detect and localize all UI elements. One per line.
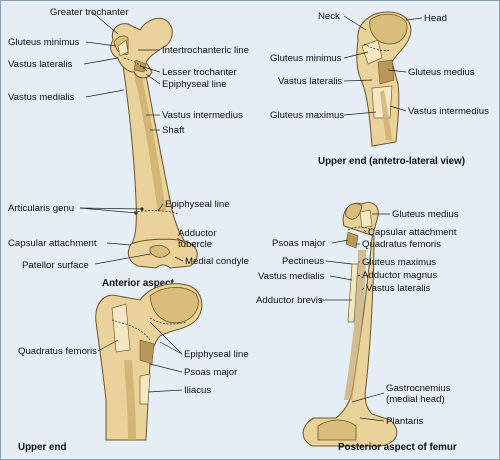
antero-lateral-leader-lines [343, 15, 423, 116]
label-head: Head [424, 13, 447, 24]
posterior-labels: Gluteus medius Capsular attachment Psoas… [256, 209, 459, 453]
label-epiphyseal-line-ue: Epiphyseal line [184, 349, 249, 360]
anterior-labels: Greater trochanter Gluteus minimus Vastu… [8, 7, 249, 289]
label-vastus-medialis-post: Vastus medialis [258, 271, 325, 282]
label-capsular-attachment-anterior: Capsular attachment [8, 238, 97, 249]
label-adductor-tubercle: Adductor tubercle [178, 228, 219, 250]
label-gluteus-minimus-al: Gluteus minimus [270, 53, 342, 64]
label-iliacus-ue: Iliacus [184, 385, 211, 396]
caption-antero-lateral: Upper end (antetro-lateral view) [318, 156, 465, 167]
upper-end-illustration [95, 283, 203, 441]
caption-upper-end: Upper end [18, 442, 66, 453]
label-adductor-magnus-post: Adductor magnus [362, 270, 437, 281]
label-psoas-major-ue: Psoas major [184, 367, 238, 378]
label-gastrocnemius: Gastrocnemius (medial head) [386, 383, 453, 405]
posterior-leader-lines [320, 213, 390, 422]
label-capsular-attachment-post: Capsular attachment [368, 227, 457, 238]
caption-anterior-aspect: Anterior aspect [102, 278, 175, 289]
label-adductor-brevis-post: Adductor brevis [256, 295, 323, 306]
anterior-leader-lines [79, 11, 187, 265]
label-vastus-lateralis: Vastus lateralis [8, 59, 73, 70]
label-articularis-genu: Articularis genu [8, 203, 74, 214]
label-greater-trochanter: Greater trochanter [50, 7, 129, 18]
label-pectineus-post: Pectineus [282, 256, 324, 267]
label-quadratus-femoris-post: Quadratus femoris [362, 239, 441, 250]
label-gluteus-minimus: Gluteus minimus [8, 37, 80, 48]
label-vastus-lateralis-al: Vastus lateralis [278, 76, 343, 87]
label-gastrocnemius-line2: (medial head) [386, 394, 445, 405]
label-vastus-intermedius-al: Vastus intermedius [408, 106, 489, 117]
label-shaft: Shaft [162, 125, 185, 136]
posterior-femur-illustration [302, 202, 398, 447]
label-adductor-tubercle-line1: Adductor [178, 228, 217, 239]
label-epiphyseal-line-upper: Epiphyseal line [162, 79, 227, 90]
label-gastrocnemius-line1: Gastrocnemius [386, 383, 451, 394]
label-gluteus-maximus-post: Gluteus maximus [362, 257, 436, 268]
label-vastus-intermedius: Vastus intermedius [162, 110, 243, 121]
antero-lateral-illustration [356, 11, 412, 147]
label-patellor-surface: Patellor surface [22, 260, 89, 271]
caption-posterior-aspect: Posterior aspect of femur [338, 442, 457, 453]
label-lesser-trochanter: Lesser trochanter [162, 67, 237, 78]
label-vastus-medialis: Vastus medialis [8, 92, 75, 103]
upper-end-leader-lines [97, 321, 183, 393]
label-neck: Neck [318, 11, 340, 22]
label-adductor-tubercle-line2: tubercle [178, 239, 212, 250]
label-gluteus-medius-al: Gluteus medius [408, 67, 475, 78]
anterior-femur-illustration [110, 17, 198, 269]
antero-lateral-labels: Neck Head Gluteus minimus Gluteus medius… [270, 11, 489, 167]
label-psoas-major-post: Psoas major [272, 238, 326, 249]
label-vastus-lateralis-post: Vastus lateralis [366, 283, 431, 294]
label-gluteus-medius-post: Gluteus medius [392, 209, 459, 220]
label-plantaris: Plantaris [386, 416, 424, 427]
label-gluteus-maximus-al: Gluteus maximus [270, 110, 344, 121]
upper-end-labels: Quadratus femoris Epiphyseal line Psoas … [18, 346, 249, 453]
label-quadratus-femoris-ue: Quadratus femoris [18, 346, 97, 357]
label-epiphyseal-line-lower: Epiphyseal line [165, 199, 230, 210]
label-medial-condyle: Medial condyle [185, 256, 249, 267]
label-intertrochanteric-line: Intertrochanteric line [162, 45, 249, 56]
